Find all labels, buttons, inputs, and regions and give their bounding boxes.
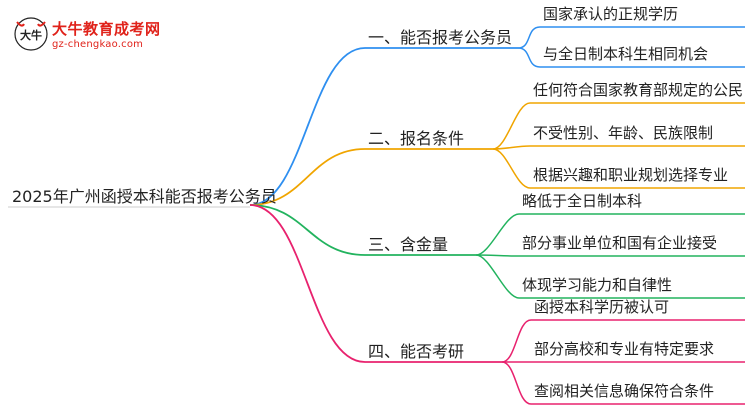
leaf-node: 函授本科学历被认可: [534, 298, 670, 316]
leaf-connector: [517, 47, 541, 68]
leaf-node: 不受性别、年龄、民族限制: [533, 124, 714, 142]
leaf-node: 部分事业单位和国有企业接受: [522, 234, 718, 252]
leaf-node: 略低于全日制本科: [522, 192, 643, 210]
leaf-node: 根据兴趣和职业规划选择专业: [533, 166, 729, 184]
leaf-node: 部分高校和专业有特定要求: [534, 340, 715, 358]
brand-url: gz-chengkao.com: [52, 39, 144, 50]
branch-connector-1: [249, 47, 366, 206]
leaf-node: 查阅相关信息确保符合条件: [534, 382, 715, 400]
brand-header: 大牛 大牛教育成考网 gz-chengkao.com: [6, 4, 206, 58]
leaf-node: 国家承认的正规学历: [543, 5, 679, 23]
leaf-connector: [492, 145, 531, 150]
leaf-connector: [492, 148, 531, 189]
leaf-node: 任何符合国家教育部规定的公民: [533, 81, 744, 99]
leaf-node: 体现学习能力和自律性: [522, 276, 673, 294]
branch-node-2: 二、报名条件: [368, 129, 465, 148]
brand-logo-glyph: 大牛: [20, 28, 42, 42]
leaf-node: 与全日制本科生相同机会: [543, 45, 709, 63]
leaf-connector: [501, 361, 532, 405]
brand-name: 大牛教育成考网: [52, 20, 161, 38]
leaf-connector: [475, 254, 520, 299]
branch-node-1: 一、能否报考公务员: [368, 28, 513, 47]
branch-connector-4: [249, 204, 366, 363]
leaf-connector: [517, 26, 541, 49]
branch-connector-3: [249, 204, 366, 256]
root-node: 2025年广州函授本科能否报考公务员: [12, 187, 277, 206]
leaf-connector: [475, 213, 520, 256]
branch-node-4: 四、能否考研: [368, 342, 465, 361]
bull-head-logo-icon: 大牛: [14, 17, 48, 51]
branch-node-3: 三、含金量: [368, 235, 449, 254]
branch-connector-2: [249, 148, 366, 206]
leaf-connector: [501, 319, 532, 363]
leaf-connector: [475, 254, 520, 257]
leaf-connector: [492, 102, 531, 150]
